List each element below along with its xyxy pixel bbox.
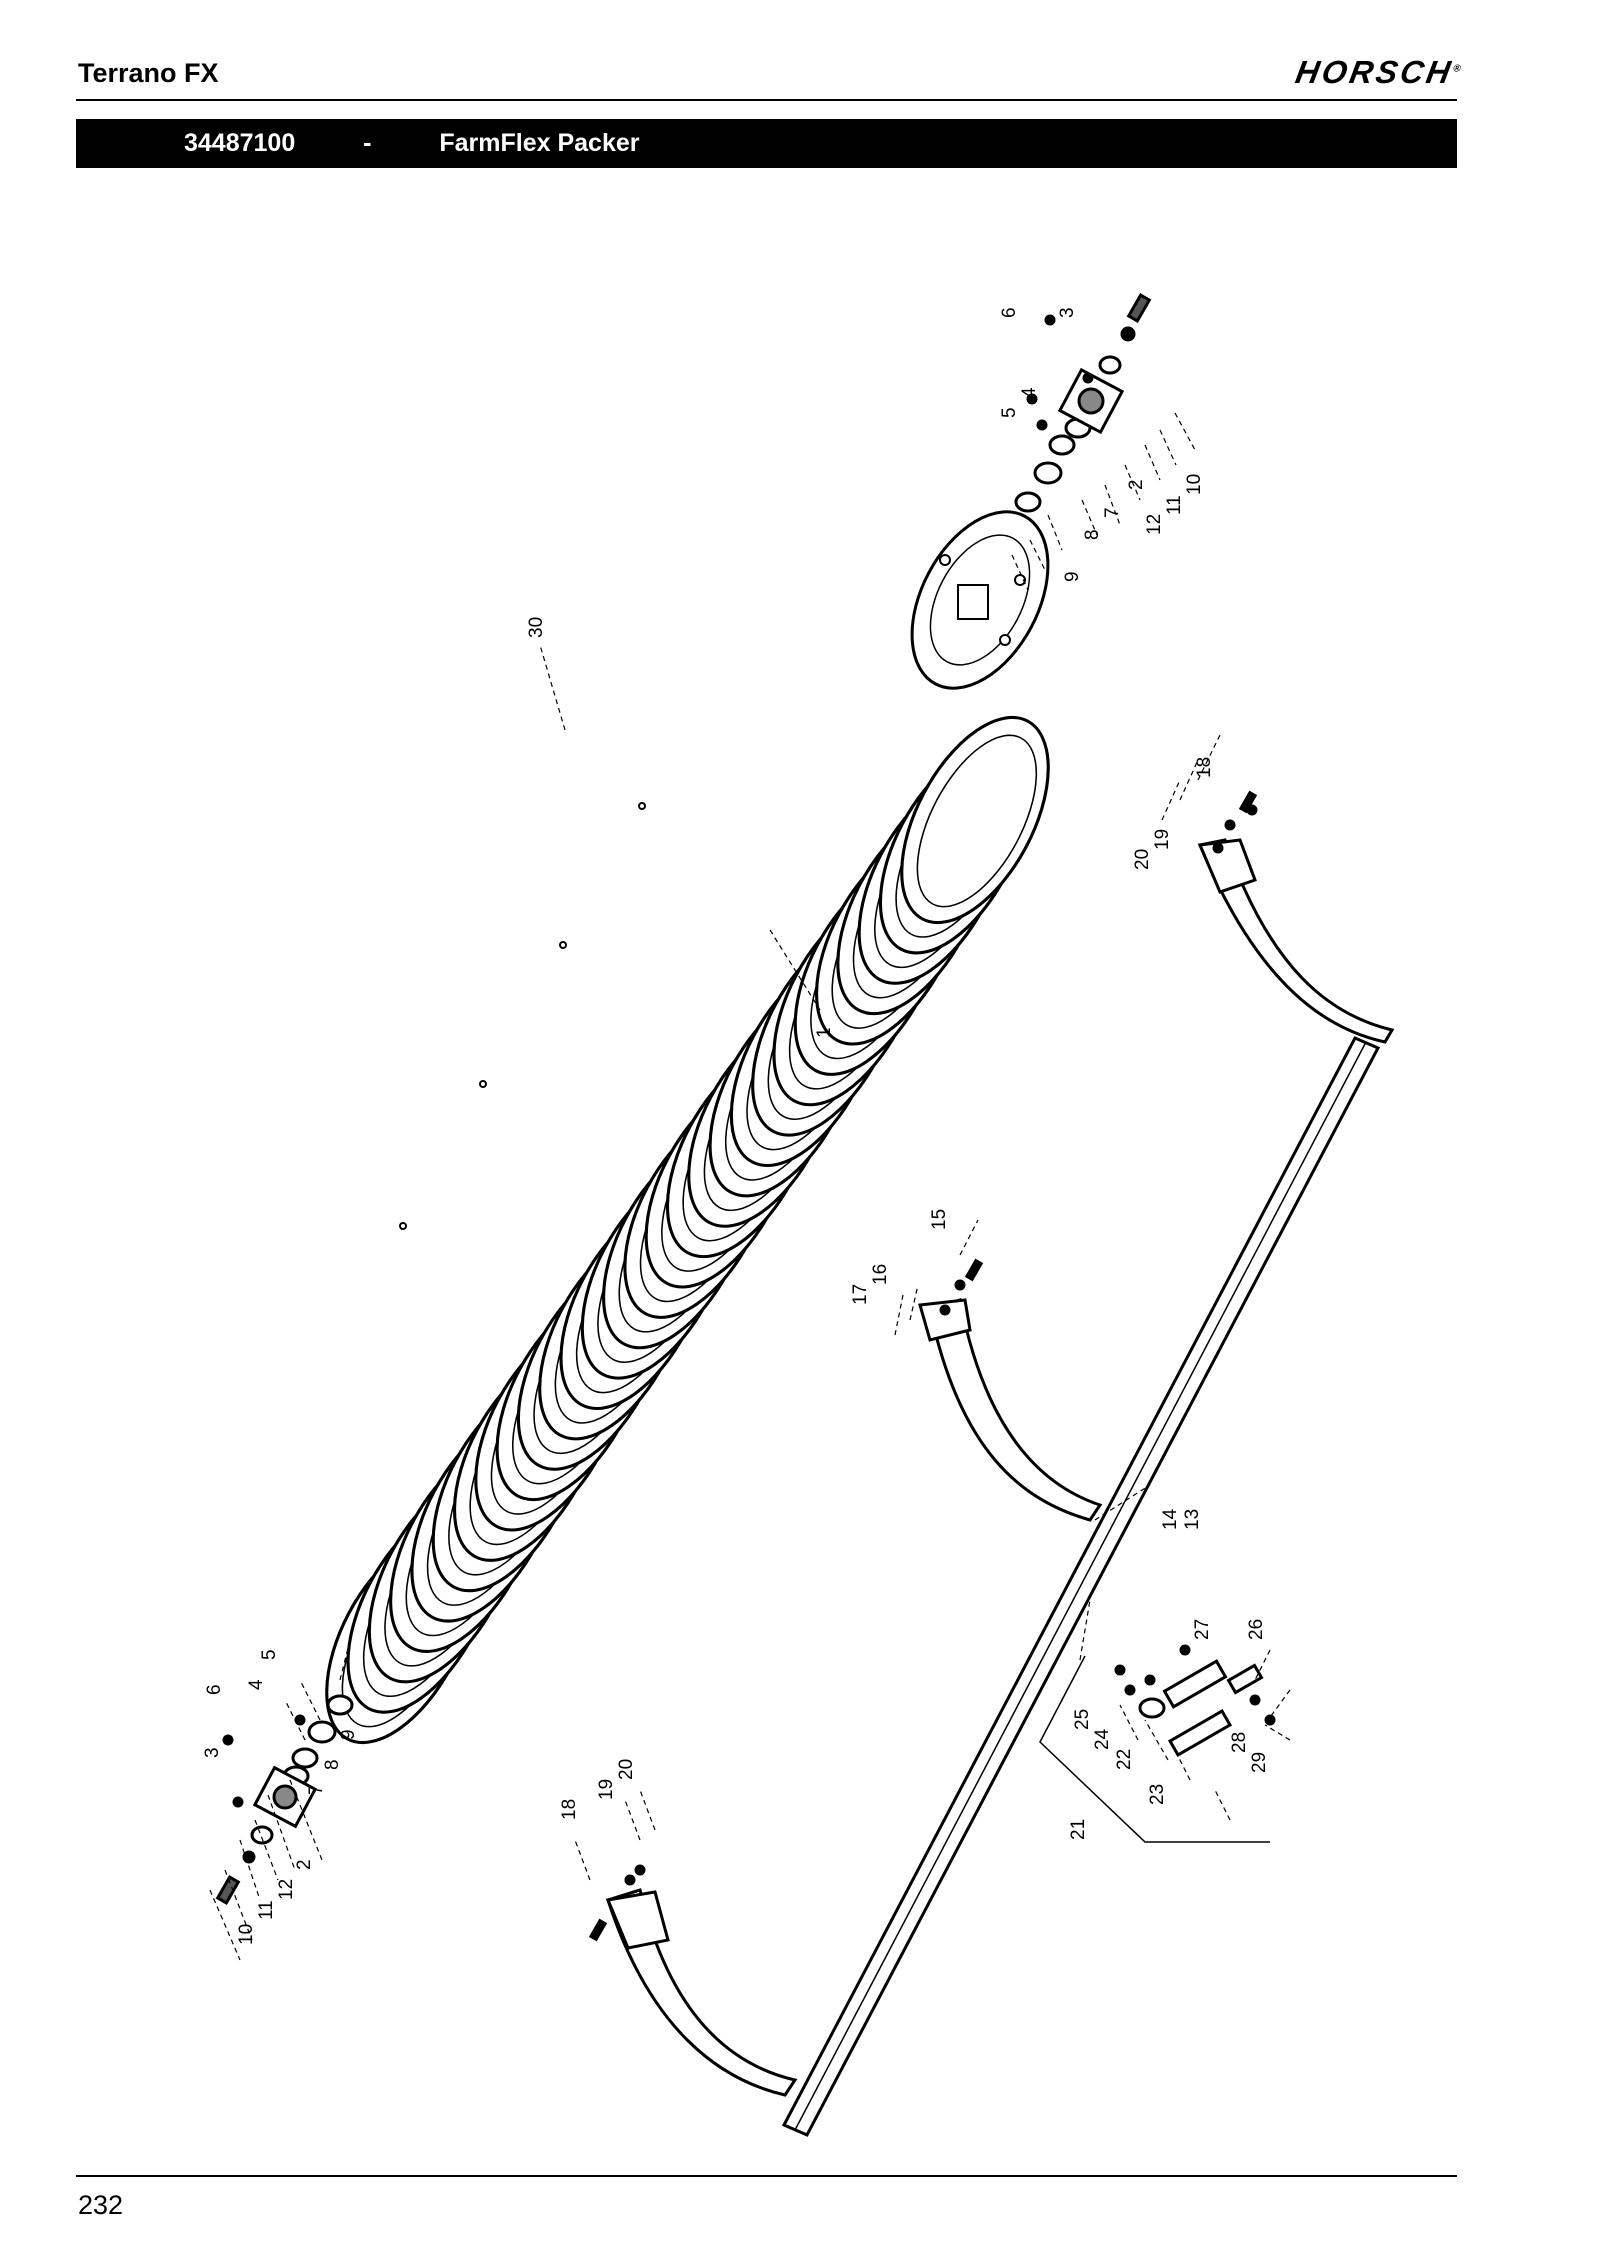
callout-label: 14 (1160, 1508, 1181, 1530)
callout-label: 20 (1132, 849, 1153, 870)
bearing-assembly-right (1014, 293, 1152, 513)
brand-logo: HORSCH® (1293, 54, 1464, 91)
brand-name: HORSCH (1292, 54, 1456, 90)
callout-label: 16 (870, 1264, 891, 1285)
callout-label: 7 (306, 1784, 327, 1795)
callout-label: 9 (338, 1729, 359, 1740)
callout-label: 11 (256, 1900, 277, 1920)
callout-label: 24 (1092, 1728, 1113, 1750)
callout-label: 22 (1114, 1749, 1135, 1770)
packer-frame (605, 838, 1395, 2137)
callout-label: 4 (1019, 387, 1040, 398)
callout-label: 28 (1229, 1732, 1250, 1753)
callout-label: 2 (294, 1859, 315, 1870)
callout-label: 21 (1068, 1819, 1089, 1840)
loose-parts-30 (399, 802, 646, 1230)
callout-label: 13 (1182, 1509, 1203, 1530)
callout-label: 11 (1164, 495, 1185, 515)
section-separator: - (363, 129, 372, 157)
callout-label: 10 (1184, 474, 1205, 495)
callout-label: 12 (276, 1879, 297, 1900)
scraper-assembly (1114, 1644, 1276, 1757)
brand-registered-mark: ® (1452, 63, 1462, 75)
callout-label: 7 (1102, 507, 1123, 518)
callout-label: 5 (259, 1649, 280, 1660)
callout-label: 1 (814, 1027, 835, 1038)
callout-label: 6 (999, 307, 1020, 318)
callout-label: 10 (236, 1924, 257, 1945)
callout-label: 19 (1152, 829, 1173, 850)
bearing-assembly-left (215, 1694, 354, 1905)
callout-label: 17 (850, 1284, 871, 1305)
callout-label: 9 (1062, 571, 1083, 582)
footer-rule (76, 2175, 1457, 2177)
section-part-number: 34487100 (184, 129, 296, 157)
callout-label: 20 (616, 1759, 637, 1780)
callout-label: 4 (246, 1679, 267, 1690)
leader-lines (209, 412, 1291, 1961)
callout-label: 3 (1057, 307, 1078, 318)
callout-label: 15 (929, 1209, 950, 1230)
callout-label: 23 (1147, 1784, 1168, 1805)
callout-label: 26 (1246, 1619, 1267, 1640)
callout-label: 12 (1144, 514, 1165, 535)
callout-label: 27 (1192, 1619, 1213, 1640)
scraper-bracket-line (1039, 1655, 1270, 1843)
callout-label: 18 (559, 1799, 580, 1820)
callout-label: 6 (204, 1684, 225, 1695)
header-rule (76, 99, 1457, 101)
callout-label: 5 (999, 407, 1020, 418)
callout-labels: 6 3 5 4 10 11 12 2 7 8 9 1 30 18 19 20 1… (202, 307, 1270, 1945)
callout-label: 2 (1126, 479, 1147, 490)
callout-label: 29 (1249, 1752, 1270, 1773)
packer-roller (294, 510, 1081, 1768)
callout-label: 25 (1072, 1709, 1093, 1730)
exploded-parts-drawing: 6 3 5 4 10 11 12 2 7 8 9 1 30 18 19 20 1… (202, 293, 1395, 2137)
document-title: Terrano FX (78, 58, 219, 88)
callout-label: 30 (526, 617, 547, 638)
section-title-bar: 34487100 - FarmFlex Packer (76, 119, 1457, 168)
callout-label: 3 (202, 1747, 223, 1758)
page-number: 232 (78, 2190, 124, 2220)
callout-label: 8 (322, 1759, 343, 1770)
callout-label: 18 (1194, 757, 1215, 778)
callout-label: 19 (596, 1779, 617, 1800)
arm-fasteners (588, 790, 1258, 1942)
callout-label: 8 (1082, 529, 1103, 540)
section-name: FarmFlex Packer (439, 129, 640, 157)
